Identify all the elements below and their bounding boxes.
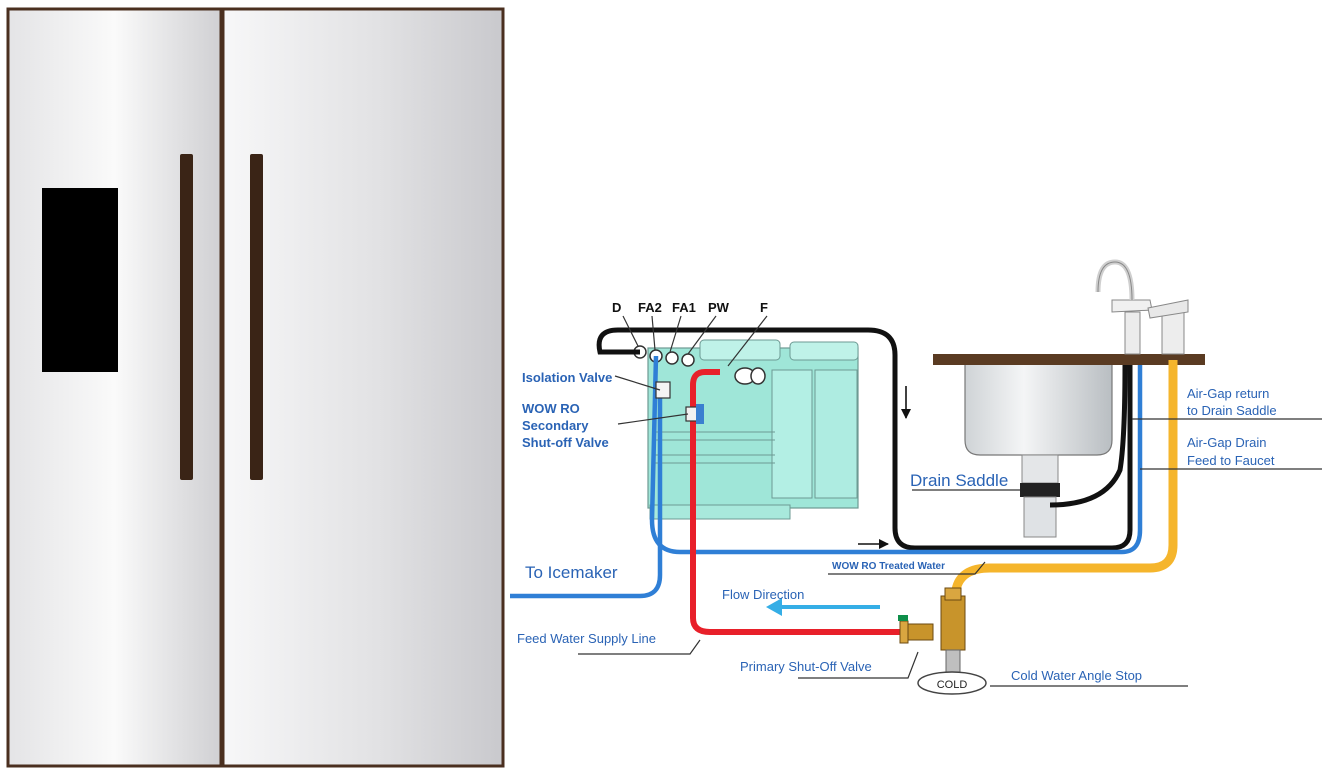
cold-label: COLD <box>937 679 968 691</box>
fridge-right-door <box>221 7 505 768</box>
cold-badge <box>917 671 987 695</box>
airgap-return-label-2: to Drain Saddle <box>1187 403 1277 418</box>
primary-shutoff-label: Primary Shut-Off Valve <box>740 659 872 674</box>
left-door-handle <box>180 154 193 480</box>
wow-ro-label: WOW RO <box>522 401 580 416</box>
drain-saddle-label: Drain Saddle <box>910 471 1008 490</box>
port-label-fa1: FA1 <box>672 300 696 315</box>
leader-lines <box>578 315 1322 687</box>
feed-water-line <box>690 369 905 635</box>
counter-top <box>933 354 1205 365</box>
cold-water-angle-stop-label: Cold Water Angle Stop <box>1011 668 1142 683</box>
angle-stop-valve <box>898 587 987 695</box>
port-label-d: D <box>612 300 621 315</box>
feed-water-supply-label: Feed Water Supply Line <box>517 631 656 646</box>
airgap-return-label-1: Air-Gap return <box>1187 386 1269 401</box>
port-label-f: F <box>760 300 768 315</box>
port-label-pw: PW <box>708 300 730 315</box>
faucet <box>1095 259 1189 355</box>
to-icemaker-label: To Icemaker <box>525 563 618 582</box>
sink <box>933 354 1205 538</box>
airgap-drain-label-2: Feed to Faucet <box>1187 453 1275 468</box>
sink-basin <box>964 361 1113 456</box>
isolation-valve-label: Isolation Valve <box>522 370 612 385</box>
shutoff-valve-label: Shut-off Valve <box>522 435 609 450</box>
port-label-fa2: FA2 <box>638 300 662 315</box>
treated-water-label: WOW RO Treated Water <box>832 561 945 572</box>
drain-line <box>596 327 1133 551</box>
right-door-handle <box>250 154 263 480</box>
icemaker-line <box>510 390 663 599</box>
secondary-label: Secondary <box>522 418 589 433</box>
ro-unit <box>633 339 859 520</box>
treated-water-line <box>649 355 1143 555</box>
airgap-feed-line <box>949 360 1178 601</box>
airgap-drain-label-1: Air-Gap Drain <box>1187 435 1266 450</box>
refrigerator <box>6 7 505 768</box>
ice-dispenser-window <box>42 188 118 372</box>
flow-direction-label: Flow Direction <box>722 587 804 602</box>
